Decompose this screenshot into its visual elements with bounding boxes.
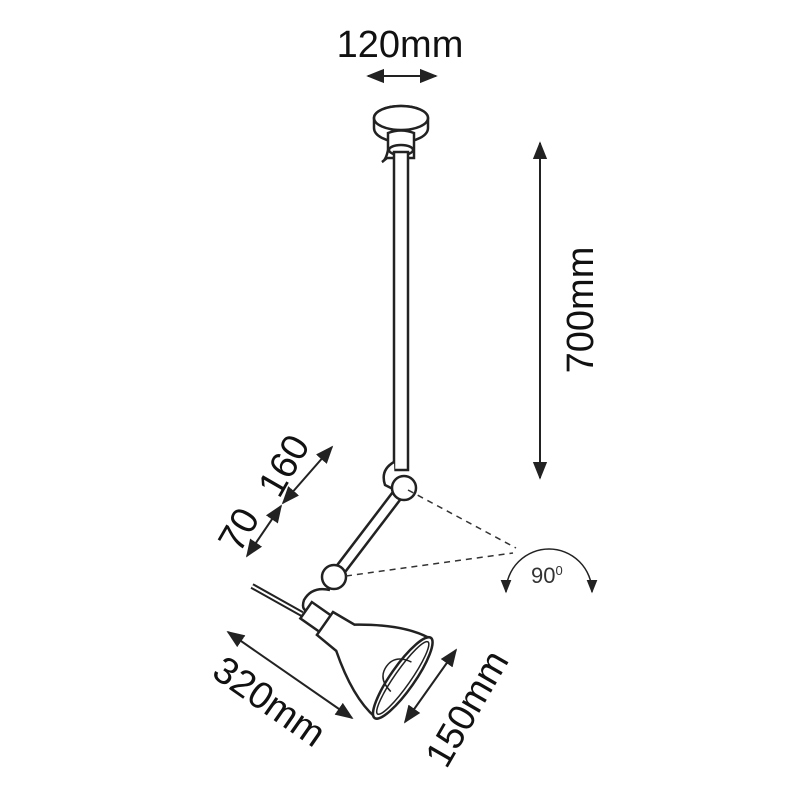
lamp-arm (301, 460, 418, 614)
rotation-angle-label: 900 (531, 563, 563, 588)
angle-guide-lower (345, 552, 514, 577)
arm-segment-1-arrow (245, 504, 283, 558)
shade-reach-label: 320mm (205, 649, 333, 756)
upper-joint (390, 474, 418, 502)
shade-diameter-label: 150mm (418, 644, 518, 775)
rod-length-label: 700mm (560, 247, 602, 374)
arm-segment-1-label: 70 (211, 501, 269, 559)
rotation-arc-arrow (500, 548, 598, 594)
angle-guide-upper (407, 489, 517, 549)
lower-joint (320, 563, 348, 591)
canopy-width-label: 120mm (337, 24, 464, 66)
shade-reach-arrow (226, 630, 354, 720)
arm-segment-2-label: 160 (251, 428, 319, 504)
arm-segment-2-arrow (281, 445, 334, 505)
suspension-rod (392, 150, 410, 472)
ceiling-canopy (372, 104, 430, 164)
shade-diameter-arrow (403, 648, 458, 724)
